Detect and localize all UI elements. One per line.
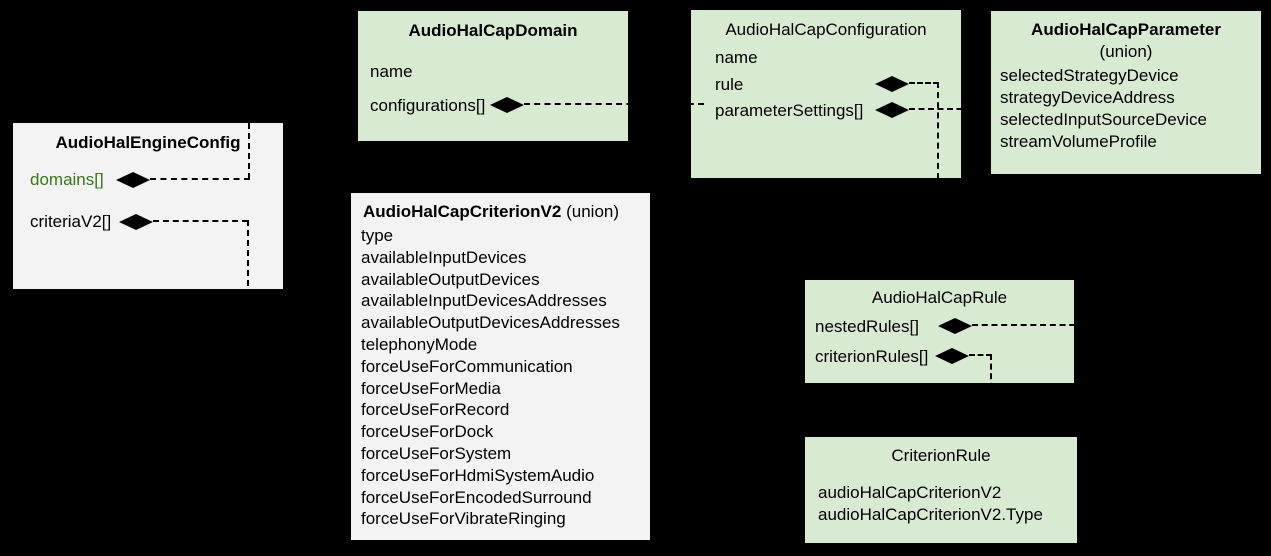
- class-box-audio-hal-engine-config: AudioHalEngineConfig domains[] criteriaV…: [13, 123, 283, 289]
- field-nested-rules: nestedRules[]: [815, 317, 919, 336]
- field-force-use-for-media: forceUseForMedia: [361, 378, 501, 398]
- class-title: AudioHalCapDomain: [408, 21, 578, 40]
- field-criterion-rules: criterionRules[]: [815, 347, 929, 366]
- field-type: type: [361, 226, 394, 245]
- field-strategy-device-address: strategyDeviceAddress: [1000, 88, 1175, 107]
- composition-diamond-icon: [490, 97, 524, 113]
- class-box-audio-hal-cap-configuration: AudioHalCapConfiguration name rule param…: [691, 10, 961, 178]
- class-title: AudioHalCapRule: [871, 288, 1008, 307]
- connector-domains-h: [150, 178, 250, 180]
- connector-criterion-rules-h: [969, 354, 992, 356]
- field-criteria-v2: criteriaV2[]: [30, 212, 112, 231]
- field-force-use-for-record: forceUseForRecord: [361, 400, 510, 420]
- field-available-output-devices: availableOutputDevices: [361, 269, 540, 289]
- class-title-name: AudioHalCapCriterionV2: [363, 202, 562, 221]
- field-audio-hal-cap-criterion-v2-type: audioHalCapCriterionV2.Type: [818, 505, 1043, 524]
- class-box-audio-hal-cap-domain: AudioHalCapDomain name configurations[]: [358, 11, 628, 141]
- field-force-use-for-dock: forceUseForDock: [361, 422, 494, 442]
- field-list: selectedStrategyDevice strategyDeviceAdd…: [1000, 65, 1207, 153]
- field-selected-input-source-device: selectedInputSourceDevice: [1000, 110, 1207, 129]
- composition-diamond-icon: [875, 76, 909, 92]
- class-subtitle-union: (union): [566, 202, 620, 221]
- connector-criteria-v2-h: [153, 220, 248, 222]
- field-parameter-settings: parameterSettings[]: [715, 101, 864, 120]
- class-box-criterion-rule: CriterionRule audioHalCapCriterionV2 aud…: [805, 437, 1077, 543]
- composition-diamond-icon: [875, 102, 909, 118]
- field-selected-strategy-device: selectedStrategyDevice: [1000, 66, 1179, 85]
- connector-criterion-rules-v: [990, 354, 992, 437]
- connector-domains-v: [248, 123, 250, 179]
- field-force-use-for-communication: forceUseForCommunication: [361, 356, 573, 376]
- class-subtitle-union: (union): [1099, 42, 1153, 61]
- connector-parameter-settings: [909, 108, 991, 110]
- class-title: AudioHalCapParameter: [1031, 20, 1221, 39]
- connector-rule-v: [937, 82, 939, 280]
- field-list: audioHalCapCriterionV2 audioHalCapCriter…: [818, 482, 1043, 526]
- composition-diamond-icon: [119, 214, 153, 230]
- field-list: type availableInputDevices availableOutp…: [361, 225, 620, 530]
- field-force-use-for-encoded-surround: forceUseForEncodedSurround: [361, 487, 592, 507]
- class-box-audio-hal-cap-criterion-v2: AudioHalCapCriterionV2 (union) type avai…: [351, 193, 650, 540]
- field-available-output-devices-addresses: availableOutputDevicesAddresses: [361, 313, 620, 333]
- class-box-audio-hal-cap-rule: AudioHalCapRule nestedRules[] criterionR…: [805, 280, 1074, 383]
- field-stream-volume-profile: streamVolumeProfile: [1000, 132, 1157, 151]
- composition-diamond-icon: [116, 172, 150, 188]
- composition-diamond-icon: [935, 348, 969, 364]
- field-name: name: [370, 62, 413, 81]
- class-title: AudioHalEngineConfig: [55, 133, 241, 152]
- connector-nested-rules: [972, 324, 1085, 326]
- field-force-use-for-vibrate-ringing: forceUseForVibrateRinging: [361, 509, 566, 529]
- field-audio-hal-cap-criterion-v2: audioHalCapCriterionV2: [818, 483, 1002, 502]
- field-configurations: configurations[]: [370, 96, 486, 115]
- field-force-use-for-system: forceUseForSystem: [361, 443, 512, 463]
- field-force-use-for-hdmi-system-audio: forceUseForHdmiSystemAudio: [361, 465, 595, 485]
- field-telephony-mode: telephonyMode: [361, 334, 478, 354]
- field-available-input-devices: availableInputDevices: [361, 247, 527, 267]
- connector-configurations: [524, 103, 704, 105]
- class-title: CriterionRule: [891, 446, 991, 465]
- field-rule: rule: [715, 75, 744, 94]
- class-title: AudioHalCapConfiguration: [725, 20, 927, 39]
- class-box-audio-hal-cap-parameter: AudioHalCapParameter (union) selectedStr…: [991, 11, 1261, 174]
- field-available-input-devices-addresses: availableInputDevicesAddresses: [361, 291, 607, 311]
- connector-criteria-v2-v: [247, 220, 249, 296]
- field-name: name: [715, 48, 758, 67]
- composition-diamond-icon: [938, 318, 972, 334]
- field-domains: domains[]: [30, 170, 104, 189]
- class-title: AudioHalCapCriterionV2 (union): [363, 202, 619, 222]
- connector-rule-h: [909, 82, 939, 84]
